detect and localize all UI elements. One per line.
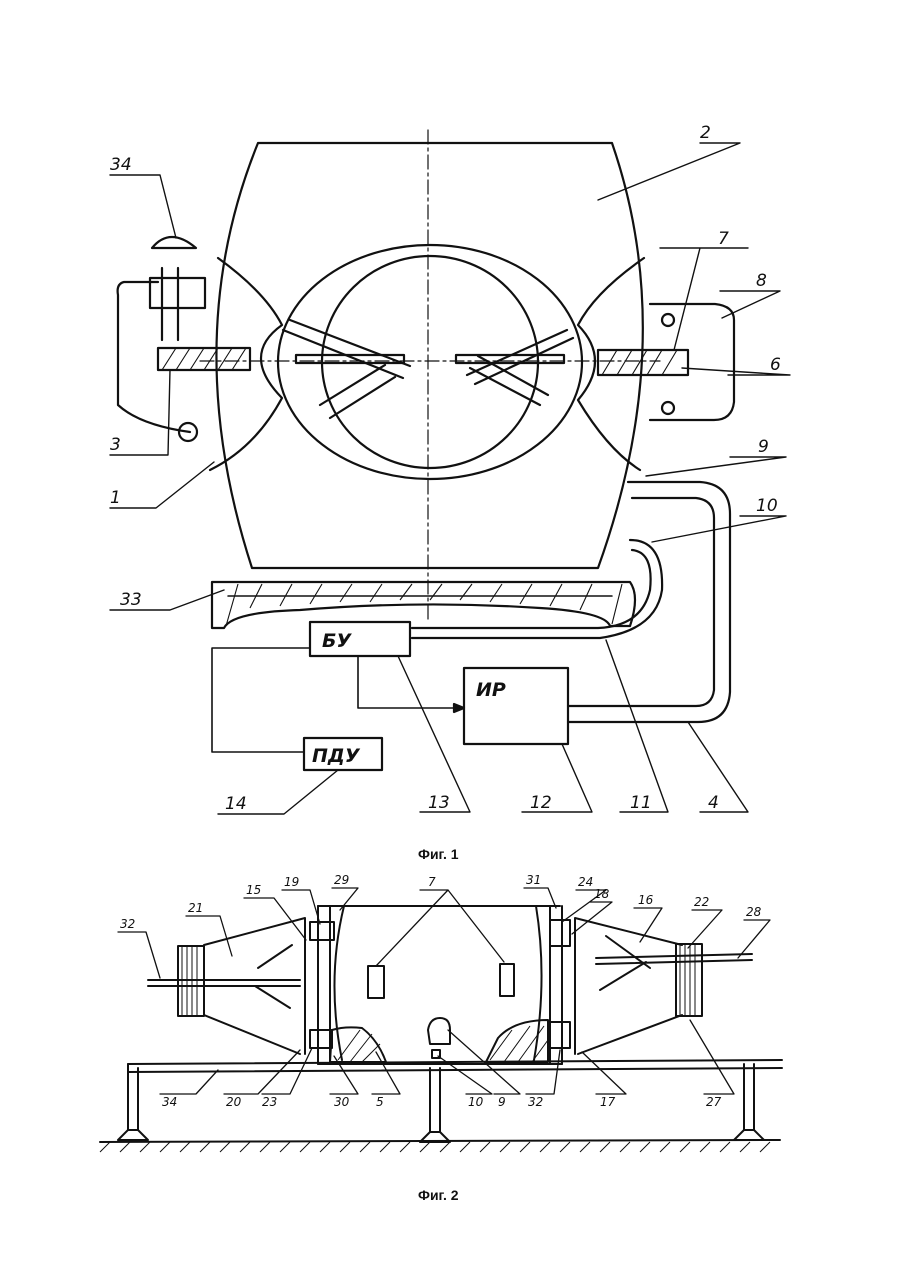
callout-5: 5 xyxy=(376,1095,384,1109)
table-top xyxy=(128,1060,782,1072)
item-7a xyxy=(368,966,384,998)
callout-18: 18 xyxy=(594,887,610,901)
shaft-28 xyxy=(596,954,752,964)
callout-31: 31 xyxy=(526,873,541,887)
callout-21: 21 xyxy=(188,901,203,915)
figure-2-caption: Фиг. 2 xyxy=(418,1187,459,1203)
callout-22: 22 xyxy=(694,895,709,909)
callout-24: 24 xyxy=(578,875,593,889)
callout-9: 9 xyxy=(498,1095,506,1109)
callout-20: 20 xyxy=(226,1095,242,1109)
bearing-24 xyxy=(550,920,570,946)
break-right xyxy=(534,906,542,1060)
callout-27: 32 xyxy=(120,917,135,931)
callout-19: 19 xyxy=(284,875,299,889)
nozzle-9 xyxy=(428,1018,450,1044)
callout-29: 29 xyxy=(334,873,349,887)
ground-line xyxy=(100,1140,780,1142)
bearing-23 xyxy=(310,1030,332,1048)
callout-10: 10 xyxy=(468,1095,484,1109)
flange-right xyxy=(550,906,562,1064)
break-left xyxy=(334,906,344,1060)
blades-left xyxy=(238,945,292,1008)
callout-23: 23 xyxy=(262,1095,277,1109)
cone-right xyxy=(575,918,682,1054)
flange-left xyxy=(318,906,330,1064)
callout-7: 7 xyxy=(428,875,436,889)
callout-32: 32 xyxy=(528,1095,543,1109)
callout-34: 34 xyxy=(162,1095,177,1109)
callout-26: 27 xyxy=(706,1095,722,1109)
callout-15: 15 xyxy=(246,883,261,897)
bearing-32 xyxy=(550,1022,570,1048)
callout-30: 30 xyxy=(334,1095,350,1109)
callout-16: 16 xyxy=(638,893,654,907)
callout-28: 28 xyxy=(746,905,762,919)
callout-17: 17 xyxy=(600,1095,616,1109)
item-7b xyxy=(500,964,514,996)
